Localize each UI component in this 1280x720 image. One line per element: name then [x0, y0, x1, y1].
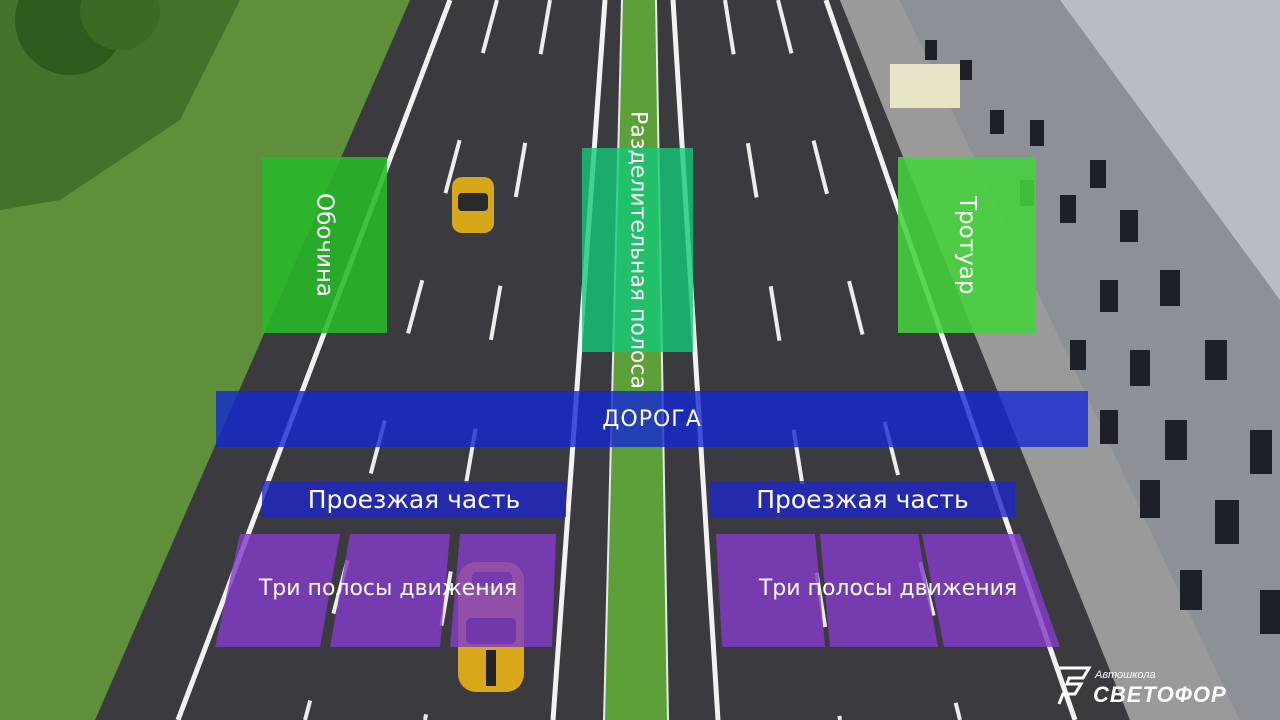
logo-main-text: СВЕТОФОР	[1093, 682, 1227, 707]
logo-top-text: Автошкола	[1094, 669, 1156, 681]
logo-emblem-icon	[1057, 666, 1092, 705]
lanes-right-label: Три полосы движения	[758, 575, 1018, 601]
sidewalk-label: Тротуар	[898, 157, 1036, 333]
road-label: ДОРОГА	[216, 391, 1088, 447]
driving-school-logo: Автошкола СВЕТОФОР	[1055, 660, 1270, 710]
carriageway-right-label: Проезжая часть	[710, 481, 1015, 517]
carriageway-left-label: Проезжая часть	[262, 481, 566, 517]
bus-stop-shelter	[890, 64, 960, 108]
median-label: Разделительная полоса	[582, 111, 693, 389]
shoulder-label: Обочина	[262, 157, 387, 333]
car-top	[452, 177, 494, 233]
lanes-left-label: Три полосы движения	[258, 575, 518, 601]
lane-blocks	[215, 534, 1060, 647]
